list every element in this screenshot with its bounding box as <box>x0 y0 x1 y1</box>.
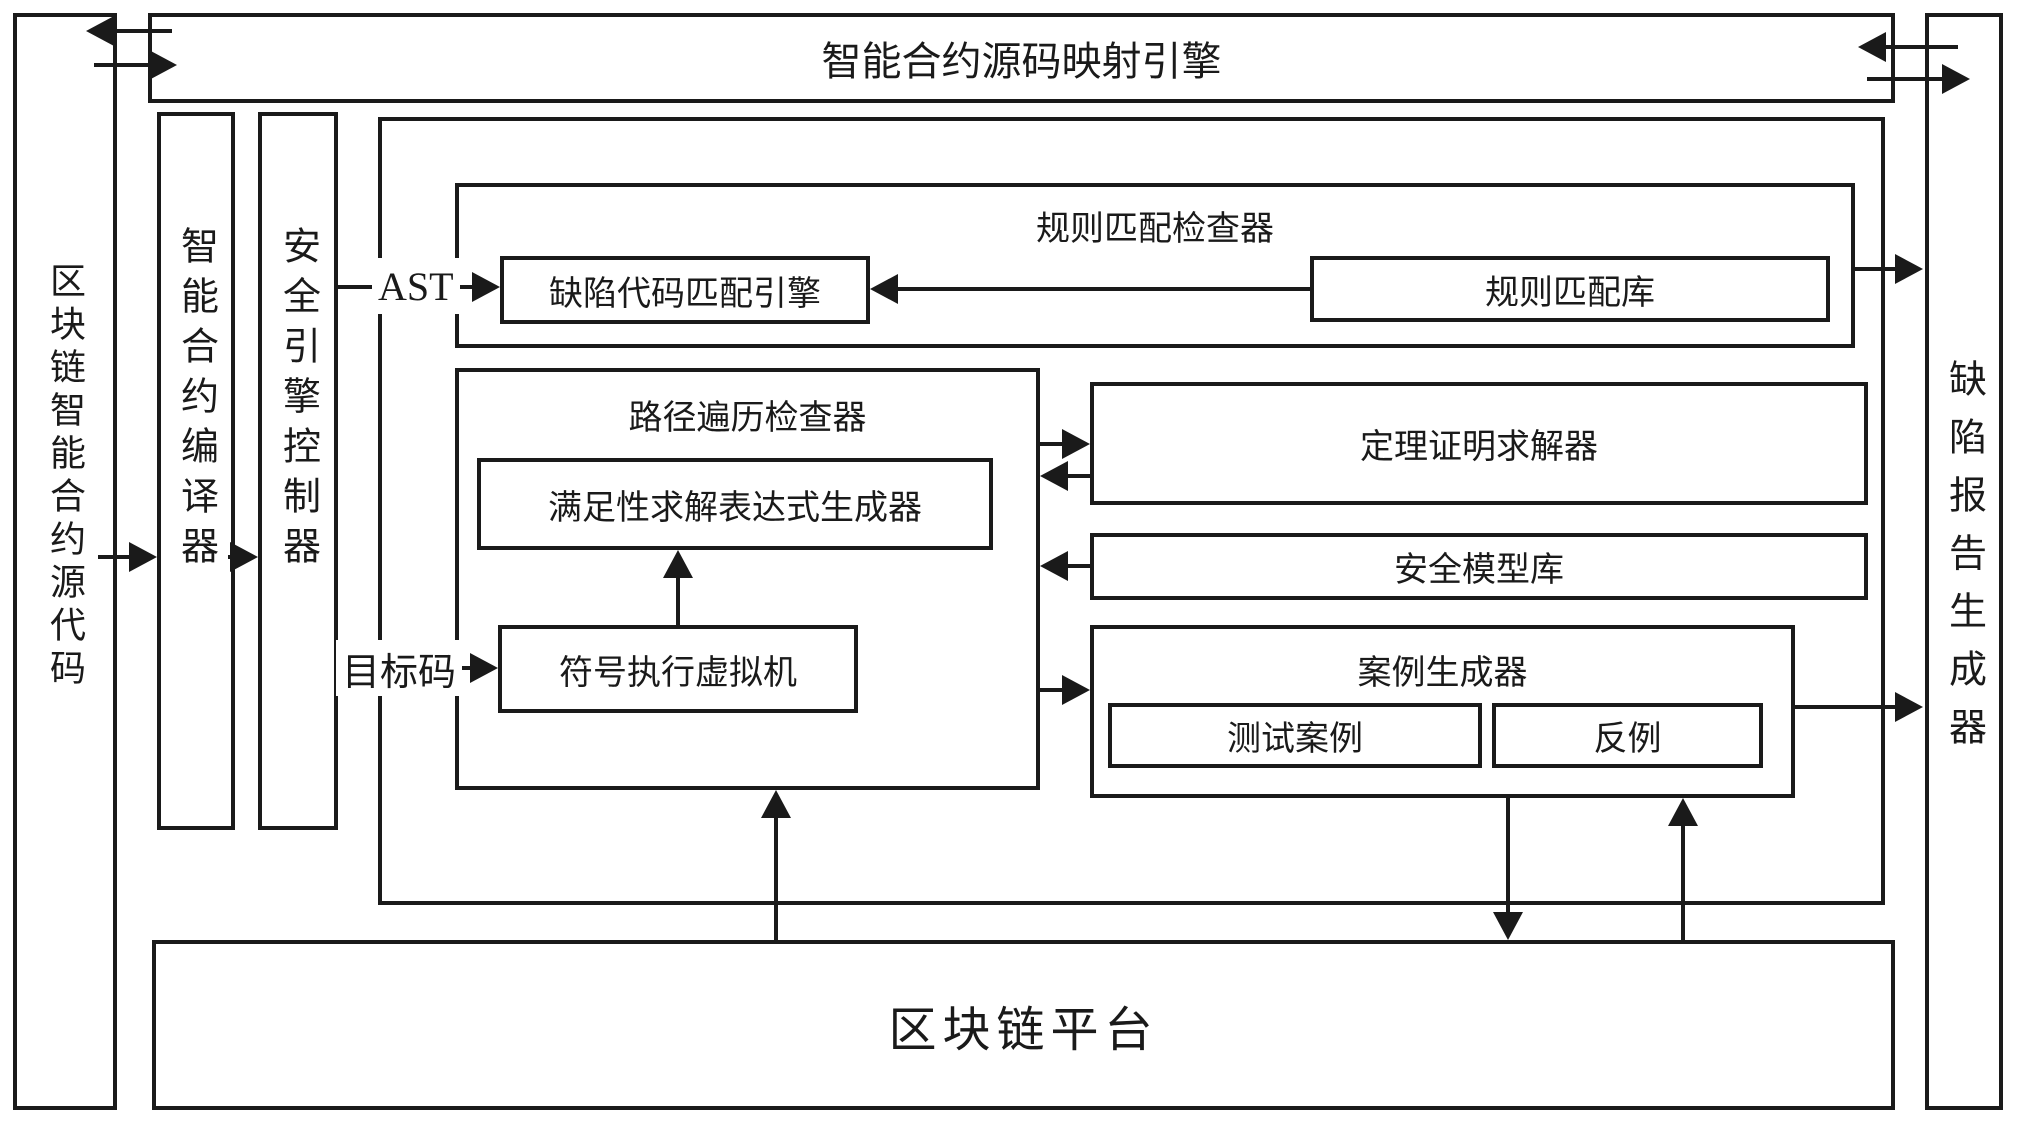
security-model-library-label: 安全模型库 <box>1394 552 1564 589</box>
defect-code-matching-engine-label: 缺陷代码匹配引擎 <box>549 275 821 313</box>
arrow-theorem-to-pathchecker-shaft <box>1066 474 1090 478</box>
smart-contract-compiler-bar: 智能合约编译器 <box>157 112 235 830</box>
path-traversal-checker-title: 路径遍历检查器 <box>628 400 867 437</box>
defect-report-generator-bar: 缺陷报告生成器 <box>1925 13 2003 1110</box>
rule-matching-checker-title: 规则匹配检查器 <box>1036 211 1274 248</box>
arrow-topbar-to-leftbar-head <box>86 16 114 46</box>
blockchain-platform-bar: 区块链平台 <box>152 940 1895 1110</box>
arrow-topbar-to-rightbar-head <box>1942 64 1970 94</box>
arrow-compiler-to-controller-head <box>230 542 258 572</box>
arrow-rulelib-to-matchengine-head <box>870 274 898 304</box>
test-case-label: 测试案例 <box>1227 721 1363 758</box>
arrow-topbar-to-leftbar-shaft <box>114 29 172 33</box>
arrow-platform-to-pathchecker-shaft <box>774 818 778 940</box>
security-engine-controller-label: 安全引擎控制器 <box>276 226 319 576</box>
security-model-library-box: 安全模型库 <box>1090 533 1868 600</box>
target-code-line-head <box>470 653 498 683</box>
blockchain-platform-label: 区块链平台 <box>888 1004 1159 1057</box>
arrow-rightbar-to-topbar-shaft <box>1886 45 1958 49</box>
arrow-rightbar-to-topbar-head <box>1858 32 1886 62</box>
arrow-pathchecker-to-theorem-shaft <box>1040 442 1064 446</box>
counter-example-label: 反例 <box>1593 721 1662 758</box>
target-code-line-label: 目标码 <box>336 640 463 696</box>
arrow-pathchecker-to-casegen-head <box>1062 675 1090 705</box>
rule-matching-library-box: 规则匹配库 <box>1310 256 1830 322</box>
arrow-vm-to-satgen-head <box>663 550 693 578</box>
arrow-platform-to-casegen-head <box>1668 798 1698 826</box>
source-mapping-engine-label: 智能合约源码映射引擎 <box>821 39 1222 84</box>
arrow-pathchecker-to-casegen-shaft <box>1040 688 1064 692</box>
arrow-topbar-to-rightbar-shaft <box>1867 77 1944 81</box>
arrow-modellib-to-pathchecker-shaft <box>1066 564 1090 568</box>
arrow-source-to-compiler-shaft <box>98 555 133 559</box>
defect-report-generator-label: 缺陷报告生成器 <box>1942 358 1985 765</box>
arrow-leftbar-to-topbar-shaft <box>94 63 151 67</box>
arrow-leftbar-to-topbar-head <box>149 50 177 80</box>
arrow-casegen-to-report-head <box>1895 692 1923 722</box>
arrow-platform-to-casegen-shaft <box>1681 826 1685 940</box>
blockchain-source-code-bar: 区块链智能合约源代码 <box>13 13 117 1110</box>
arrow-casegen-to-platform-head <box>1493 912 1523 940</box>
defect-code-matching-engine-box: 缺陷代码匹配引擎 <box>500 256 870 324</box>
path-traversal-checker-box: 路径遍历检查器 <box>455 368 1040 790</box>
arrow-rulechecker-to-report-shaft <box>1855 267 1897 271</box>
arrow-rulechecker-to-report-head <box>1895 254 1923 284</box>
sat-expression-generator-label: 满足性求解表达式生成器 <box>548 489 922 527</box>
theorem-proving-solver-label: 定理证明求解器 <box>1360 429 1598 466</box>
blockchain-source-code-label: 区块链智能合约源代码 <box>45 261 85 692</box>
arrow-rulelib-to-matchengine-shaft <box>896 287 1310 291</box>
arrow-platform-to-pathchecker-head <box>761 790 791 818</box>
symbolic-execution-vm-box: 符号执行虚拟机 <box>498 625 858 713</box>
security-engine-controller-bar: 安全引擎控制器 <box>258 112 338 830</box>
ast-line-label: AST <box>372 258 460 314</box>
security-engine-container <box>378 117 1885 905</box>
arrow-casegen-to-platform-shaft <box>1506 798 1510 914</box>
sat-expression-generator-box: 满足性求解表达式生成器 <box>477 458 993 550</box>
symbolic-execution-vm-label: 符号执行虚拟机 <box>559 654 797 692</box>
ast-line-head <box>472 272 500 302</box>
arrow-vm-to-satgen-shaft <box>676 576 680 625</box>
arrow-source-to-compiler-head <box>129 542 157 572</box>
arrow-theorem-to-pathchecker-head <box>1040 461 1068 491</box>
arrow-casegen-to-report-shaft <box>1795 705 1897 709</box>
test-case-box: 测试案例 <box>1108 703 1482 768</box>
source-mapping-engine-bar: 智能合约源码映射引擎 <box>148 13 1895 103</box>
counter-example-box: 反例 <box>1492 703 1763 768</box>
theorem-proving-solver-box: 定理证明求解器 <box>1090 382 1868 505</box>
arrow-modellib-to-pathchecker-head <box>1040 551 1068 581</box>
smart-contract-compiler-label: 智能合约编译器 <box>174 226 217 576</box>
rule-matching-library-label: 规则匹配库 <box>1485 274 1655 312</box>
arrow-pathchecker-to-theorem-head <box>1062 429 1090 459</box>
case-generator-title: 案例生成器 <box>1357 655 1528 692</box>
